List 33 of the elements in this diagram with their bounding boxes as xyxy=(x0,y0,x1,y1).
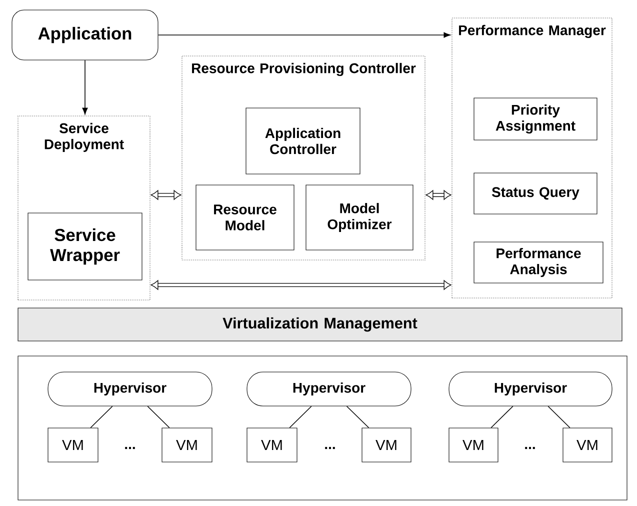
hypervisor-pill: Hypervisor xyxy=(246,372,412,406)
component-box: Application Controller xyxy=(246,108,360,174)
double-arrow xyxy=(150,280,452,290)
connector-line xyxy=(490,406,514,428)
component-box: Model Optimizer xyxy=(306,184,414,250)
vm-box: VM xyxy=(162,428,212,462)
host-frame xyxy=(18,356,628,500)
connector-line xyxy=(548,406,570,428)
ellipsis-label: ... xyxy=(125,446,135,450)
hypervisor-pill: Hypervisor xyxy=(48,372,212,406)
vm-box: VM xyxy=(246,428,298,462)
connector-line xyxy=(346,406,370,428)
connector-line xyxy=(289,406,312,428)
connector-line xyxy=(147,406,170,428)
component-box: Resource Model xyxy=(196,184,294,250)
component-box: Service Wrapper xyxy=(28,212,142,280)
arrow xyxy=(82,60,88,114)
vm-box: VM xyxy=(362,428,412,462)
double-arrow xyxy=(426,190,452,200)
double-arrow xyxy=(150,190,182,200)
hypervisor-pill: Hypervisor xyxy=(448,372,612,406)
ellipsis-label: ... xyxy=(525,446,535,450)
arrow xyxy=(158,32,450,38)
vm-box: VM xyxy=(448,428,498,462)
layer-bar: Virtualization Management xyxy=(18,308,622,342)
component-box: Performance Analysis xyxy=(474,242,604,284)
ellipsis-label: ... xyxy=(325,446,335,450)
connector-line xyxy=(90,406,113,428)
vm-box: VM xyxy=(562,428,612,462)
component-box: Priority Assignment xyxy=(474,98,598,140)
vm-box: VM xyxy=(48,428,98,462)
component-box: Status Query xyxy=(474,172,598,214)
rounded-box: Application xyxy=(12,10,158,60)
